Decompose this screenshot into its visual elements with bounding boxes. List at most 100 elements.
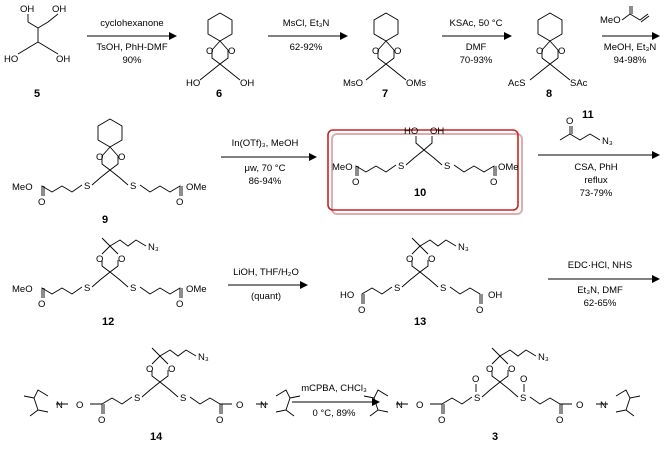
atom-ome: OMe xyxy=(186,284,207,295)
compound-5-structure: OH OH HO OH xyxy=(4,4,70,65)
atom-oh: OH xyxy=(52,4,66,15)
compound-8-structure: O O AcS SAc xyxy=(508,12,588,89)
compound-8-label: 8 xyxy=(546,88,552,100)
atom-o: O xyxy=(566,116,573,127)
atom-n3: N₃ xyxy=(458,242,469,253)
atom-o: O xyxy=(490,177,497,188)
atom-o: O xyxy=(358,305,365,316)
atom-mso: MsO xyxy=(343,78,363,89)
reaction-arrow-7: LiOH, THF/H₂O (quant) xyxy=(228,267,308,302)
atom-n3: N₃ xyxy=(538,352,549,363)
atom-o: O xyxy=(236,400,243,411)
arrow5-yield: 86-94% xyxy=(249,176,282,187)
arrow9-reagent: mCPBA, CHCl₃ xyxy=(301,383,367,394)
atom-o: O xyxy=(428,254,435,265)
compound-7-label: 7 xyxy=(382,88,388,100)
arrow5-conditions: μw, 70 °C xyxy=(245,163,286,174)
atom-o: O xyxy=(96,152,103,163)
atom-s: S xyxy=(180,393,186,404)
atom-ho: HO xyxy=(404,126,418,137)
compound-9-structure: O O S S MeO OMe O O xyxy=(12,118,207,208)
atom-o: O xyxy=(476,305,483,316)
compound-10-label: 10 xyxy=(414,187,426,199)
atom-n3: N₃ xyxy=(602,136,613,147)
compound-3-structure: O O N₃ S S O O O N O N O O xyxy=(363,347,641,426)
atom-s: S xyxy=(130,283,136,294)
atom-o: O xyxy=(168,364,175,375)
arrow2-yield: 62-92% xyxy=(290,42,323,53)
atom-o: O xyxy=(558,46,565,57)
atom-o: O xyxy=(206,46,213,57)
atom-o: O xyxy=(438,415,445,426)
atom-s: S xyxy=(394,283,400,294)
reaction-arrow-9: mCPBA, CHCl₃ 0 °C, 89% xyxy=(292,383,380,419)
compound-10-structure: HO OH S S MeO OMe O O xyxy=(332,126,519,188)
compound-3-label: 3 xyxy=(492,431,498,443)
atom-oh: OH xyxy=(56,54,70,65)
atom-s: S xyxy=(520,393,526,404)
atom-n3: N₃ xyxy=(198,352,209,363)
compound-6-label: 6 xyxy=(216,88,222,100)
compound-5-label: 5 xyxy=(34,88,40,100)
atom-o: O xyxy=(228,46,235,57)
compound-13-structure: O O N₃ S S HO OH O O xyxy=(340,237,502,316)
arrow9-conditions: 0 °C, 89% xyxy=(313,408,356,419)
reaction-arrow-4: MeO MeOH, Et₃N 94-98% xyxy=(600,6,660,66)
arrow1-yield: 90% xyxy=(122,55,142,66)
arrow8-yield: 62-65% xyxy=(584,298,617,309)
atom-meo: MeO xyxy=(12,182,33,193)
atom-o: O xyxy=(536,46,543,57)
compound-13-label: 13 xyxy=(414,316,426,328)
compound-11-label: 11 xyxy=(582,109,594,121)
arrow2-reagent: MsCl, Et₃N xyxy=(283,18,330,29)
atom-o: O xyxy=(352,177,359,188)
atom-o: O xyxy=(146,364,153,375)
compound-14-structure: O O N₃ S S O N O N O O xyxy=(23,347,301,426)
arrow3-solvent: DMF xyxy=(466,42,487,53)
atom-n: N xyxy=(396,400,403,411)
atom-meo: MeO xyxy=(332,162,353,173)
atom-o: O xyxy=(556,415,563,426)
reaction-arrow-1: cyclohexanone TsOH, PhH-DMF 90% xyxy=(87,18,177,66)
compound-7-structure: O O MsO OMs xyxy=(343,12,426,89)
arrow6-yield: 73-79% xyxy=(580,188,613,199)
atom-n: N xyxy=(56,400,63,411)
atom-acs: AcS xyxy=(508,78,525,89)
compound-14-label: 14 xyxy=(150,431,163,443)
atom-ome: OMe xyxy=(498,162,519,173)
atom-o: O xyxy=(486,364,493,375)
atom-o: O xyxy=(216,415,223,426)
arrow1-reagent: cyclohexanone xyxy=(100,18,163,29)
arrow8-conditions: Et₃N, DMF xyxy=(577,285,623,296)
arrow3-yield: 70-93% xyxy=(460,55,493,66)
atom-ho: HO xyxy=(186,78,200,89)
atom-o: O xyxy=(176,197,183,208)
atom-oh: OH xyxy=(430,126,444,137)
atom-ho: HO xyxy=(4,54,18,65)
atom-meo: MeO xyxy=(12,284,33,295)
compound-6-structure: O O HO OH xyxy=(186,12,254,89)
atom-s: S xyxy=(134,393,140,404)
atom-oh: OH xyxy=(240,78,254,89)
atom-o: O xyxy=(520,374,527,385)
atom-o: O xyxy=(96,254,103,265)
atom-o: O xyxy=(118,254,125,265)
atom-ome: OMe xyxy=(186,182,207,193)
atom-n: N xyxy=(260,400,267,411)
reaction-arrow-5: In(OTf)₃, MeOH μw, 70 °C 86-94% xyxy=(221,138,317,187)
atom-o: O xyxy=(38,299,45,310)
atom-o: O xyxy=(176,299,183,310)
arrow4-conditions: MeOH, Et₃N xyxy=(604,42,657,53)
reaction-arrow-6: O N₃ 11 CSA, PhH reflux 73-79% xyxy=(538,109,660,199)
atom-o: O xyxy=(394,46,401,57)
atom-s: S xyxy=(444,161,450,172)
arrow8-reagent: EDC·HCl, NHS xyxy=(568,260,632,271)
arrow6-reagent: CSA, PhH xyxy=(574,162,617,173)
atom-oms: OMs xyxy=(406,78,426,89)
compound-12-label: 12 xyxy=(102,316,114,328)
atom-o: O xyxy=(118,152,125,163)
reaction-arrow-3: KSAc, 50 °C DMF 70-93% xyxy=(442,18,512,66)
atom-s: S xyxy=(398,161,404,172)
atom-o: O xyxy=(372,46,379,57)
